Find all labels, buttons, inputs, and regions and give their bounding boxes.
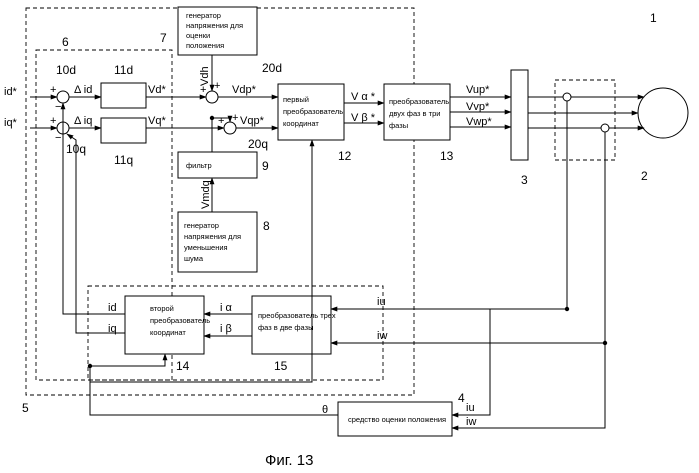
sign-plus-20d-top: + [214,80,220,92]
ref-15: 15 [274,359,288,373]
ref-10q: 10q [66,142,86,156]
label-iq: iq [108,323,117,335]
ref-4: 4 [458,391,465,405]
ref-10d: 10d [56,63,76,77]
ref-11d: 11d [114,63,133,77]
label-i-alpha: i α [220,302,233,314]
ref-8: 8 [263,219,270,233]
label-delta-id: Δ id [74,84,92,96]
controller-boundary-5 [26,8,414,395]
ref-5: 5 [22,401,29,415]
label-theta: θ [322,404,328,416]
ref-9: 9 [262,159,269,173]
ref-3: 3 [521,173,528,187]
ref-11q: 11q [114,153,133,167]
label-id-ref: id* [4,86,18,98]
ref-20d: 20d [262,61,282,75]
ref-13: 13 [440,149,454,163]
current-sensor-w [601,124,609,132]
sign-plus-20q-top: + [232,112,238,124]
junction-dot [210,116,214,120]
label-i-beta: i β [220,323,232,335]
label-v-alpha: V α * [351,91,376,103]
sign-plus-20q-left: + [218,115,224,127]
summing-point-20d [206,91,218,103]
label-vd: Vd* [148,84,166,96]
ref-6: 6 [62,35,69,49]
block-text-position-estimator: средство оценки положения [348,415,446,424]
label-iw-estimator: iw [466,416,476,428]
block-text-filter: фильтр [186,161,212,170]
label-delta-iq: Δ iq [74,115,92,127]
current-sensor-boundary-2 [555,80,615,160]
ref-14: 14 [176,359,190,373]
iu-to-estimator-line [452,309,567,415]
label-iw: iw [377,330,387,342]
iw-feedback-line [331,132,605,343]
motor [638,88,688,138]
label-vq: Vq* [148,115,166,127]
ref-1: 1 [650,11,657,25]
label-v-beta: V β * [351,112,376,124]
junction-dot [565,307,569,311]
label-vup: Vup* [466,84,490,96]
label-iq-ref: iq* [4,117,18,129]
theta-line [90,366,338,415]
label-vwp: Vwp* [466,116,492,128]
ref-20q: 20q [248,137,268,151]
current-sensor-u [563,93,571,101]
ref-12: 12 [338,149,352,163]
label-iu: iu [377,296,386,308]
ref-2: 2 [641,169,648,183]
label-vvp: Vvp* [466,101,490,113]
controller-11d-block [101,83,146,108]
label-vmdq: Vmdq [200,180,212,209]
label-vdp: Vdp* [232,84,257,96]
sign-plus-20d-left: + [200,84,206,96]
ref-7: 7 [160,31,167,45]
theta-to-second-converter-line [90,354,165,366]
inverter-block [511,70,528,160]
controller-11q-block [101,118,146,143]
sign-plus-10q: + [50,115,56,127]
label-id: id [108,302,117,314]
label-iu-estimator: iu [466,402,475,414]
sign-minus-10q: − [55,132,61,144]
label-vqp: Vqp* [240,115,265,127]
junction-dot [88,364,92,368]
figure-caption: Фиг. 13 [265,452,313,469]
junction-dot [603,341,607,345]
sign-plus-10d: + [50,84,56,96]
sign-minus-10d: − [55,101,61,113]
